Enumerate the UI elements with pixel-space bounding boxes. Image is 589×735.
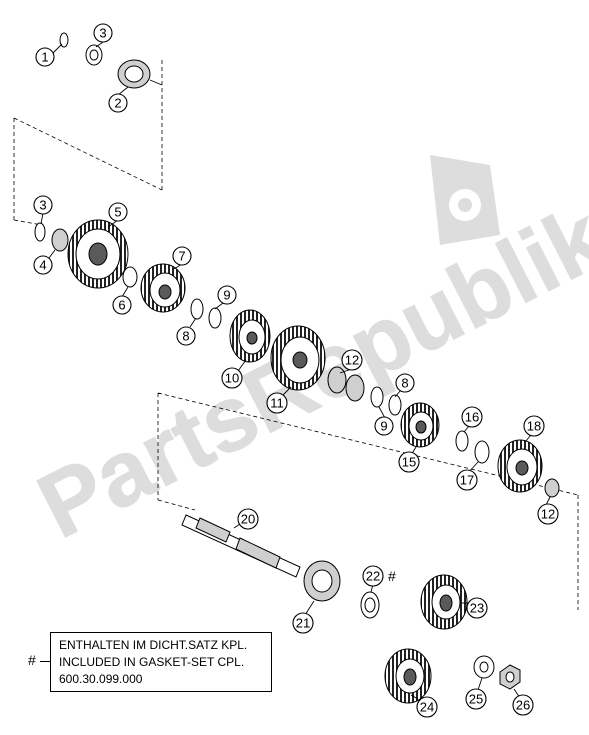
note-line-partno: 600.30.099.000 [59,672,143,686]
callout: 8 [176,326,196,346]
callout-label: 20 [241,512,255,527]
callout: 9 [217,285,237,305]
callout-label: 12 [345,353,359,368]
callout-label: 6 [118,298,125,313]
callout: 25 [465,688,487,710]
callout: 12 [537,503,559,525]
callout: 21 [292,612,314,634]
needle-bearing-12b-part [544,478,560,498]
callout: 23 [466,597,488,619]
callout-label: 7 [178,249,185,264]
callout: 6 [112,295,132,315]
callout-label: 9 [380,419,387,434]
gasket-set-hash-marker: # [388,568,396,584]
washers-9-8-lower-part [370,386,402,416]
callout-label: 23 [470,601,484,616]
callout-label: 26 [516,698,530,713]
circlip-part [59,32,69,48]
callout-label: 24 [420,700,434,715]
gear-15-part [400,402,440,448]
callout: 3 [33,195,53,215]
sprocket-24-part [384,648,432,704]
needle-bearing-12-part [327,366,365,402]
callout: 16 [461,406,483,428]
gear-11-part [270,325,326,391]
callout-label: 25 [469,692,483,707]
callout-label: 3 [99,26,106,41]
callout: 18 [523,415,545,437]
callout-label: 9 [223,288,230,303]
ball-bearing-21-part [303,560,341,602]
callout: 7 [172,246,192,266]
callout: 26 [512,694,534,716]
callout: 5 [108,202,128,222]
callout-label: 10 [225,371,239,386]
lock-washer-25-part [473,655,495,679]
callout: 1 [35,47,55,67]
callout-label: 15 [402,455,416,470]
callout: 2 [108,93,128,113]
callout: 8 [395,373,415,393]
callout-label: 16 [465,410,479,425]
gear-7-part [140,263,186,313]
note-line-en: INCLUDED IN GASKET-SET CPL. [59,655,245,669]
callout-label: 4 [39,258,46,273]
note-hash-symbol: # [28,652,36,668]
needle-bearing-4-part [51,228,69,252]
washers-8-9-part [190,298,222,329]
callout: 4 [33,255,53,275]
washer-3-part [34,222,46,242]
seal-22-part [360,591,380,619]
callout-label: 1 [41,50,48,65]
callout-label: 22 [366,569,380,584]
assembly-outline-upper [13,60,163,226]
gear-18-part [497,439,543,493]
callout-label: 2 [114,96,121,111]
callout: 22 [362,565,384,587]
callout-label: 17 [460,473,474,488]
callout-label: 18 [527,419,541,434]
gear-5-part [67,219,129,289]
sprocket-23-part [420,574,468,630]
callout: 9 [374,416,394,436]
callout: 20 [237,508,259,530]
note-leader-line [40,661,50,662]
washers-16-17-part [455,430,490,464]
needle-bearing-part [117,59,163,89]
gasket-set-note: ENTHALTEN IM DICHT.SATZ KPL. INCLUDED IN… [50,632,272,692]
washer-part [85,44,103,66]
callout: 10 [221,367,243,389]
callout-label: 5 [114,205,121,220]
callout: 12 [341,349,363,371]
shaft-20-part [181,514,301,578]
callout-label: 21 [296,616,310,631]
callout-label: 8 [401,376,408,391]
watermark-gear-logo [430,155,500,245]
gear-10-part [229,309,271,363]
callout: 3 [93,23,113,43]
callout-label: 12 [541,507,555,522]
callout-label: 3 [39,198,46,213]
callout-label: 8 [182,329,189,344]
callout: 24 [416,696,438,718]
callout: 15 [398,451,420,473]
note-line-de: ENTHALTEN IM DICHT.SATZ KPL. [59,638,248,652]
washer-6-part [122,266,138,288]
callout-label: 11 [270,396,284,411]
callout: 11 [266,392,288,414]
callout: 17 [456,469,478,491]
nut-26-part [499,664,521,690]
